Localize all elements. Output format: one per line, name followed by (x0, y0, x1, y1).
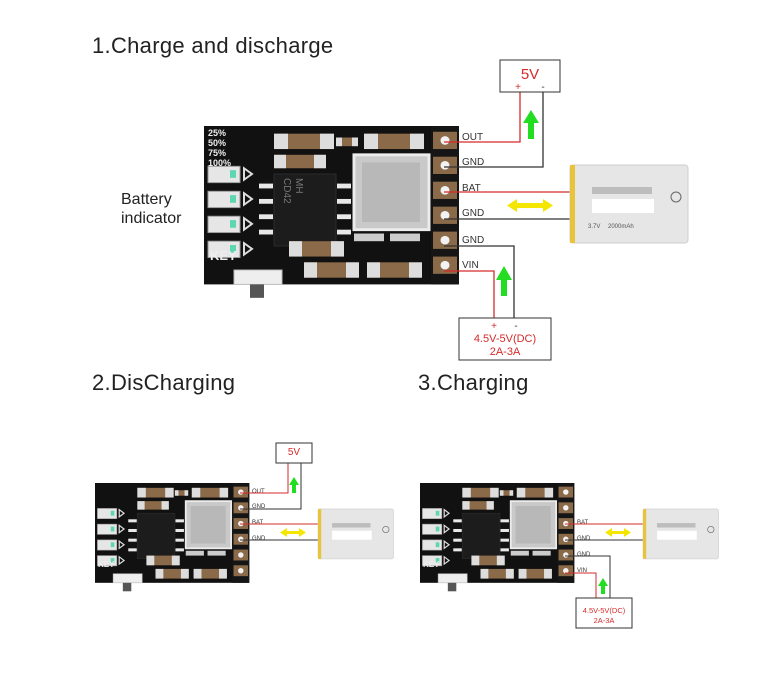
key-label: KEY (210, 248, 237, 263)
led-level-75: 75% (208, 148, 226, 158)
d3-input-voltage: 4.5V-5V(DC) (583, 606, 626, 615)
output-voltage: 5V (521, 66, 539, 83)
output-5v-box (499, 59, 561, 93)
d3-input-supply-box (575, 597, 633, 629)
input-minus: - (514, 321, 517, 332)
bidirectional-arrow (507, 199, 553, 212)
section-title-discharging: 2.DisCharging (92, 370, 236, 395)
d3-bidirectional-arrow (605, 528, 631, 537)
d2-pin-gnd: GND (252, 504, 266, 510)
pcb-board-charging (419, 482, 576, 593)
battery-indicator-label: Battery indicator (121, 190, 181, 228)
d3-power-arrow-up (598, 578, 608, 594)
power-flow-arrow-up-in (496, 266, 512, 296)
wire-vin-positive (444, 270, 495, 318)
d3-input-current: 2A-3A (594, 616, 615, 625)
d2-pin-out: OUT (252, 489, 265, 495)
d2-key-label: KEY (98, 560, 115, 569)
diagram-charging: BAT GND GND VIN KEY 4.5V-5V(DC) 2A-3A (419, 482, 719, 629)
d2-lipo-battery (317, 508, 394, 560)
power-flow-arrow-up-out (523, 110, 539, 139)
led-level-100: 100% (208, 158, 231, 168)
output-plus: + (515, 82, 521, 93)
pin-label-gnd-2: GND (462, 208, 484, 219)
section-title-charge-discharge: 1.Charge and discharge (92, 33, 334, 58)
diagram-charge-discharge: 25% 50% 75% 100% KEY MH CD42 OUT GND BAT… (202, 59, 689, 361)
pin-label-vin: VIN (462, 260, 479, 271)
battery-indicator-label-line1: Battery (121, 191, 172, 208)
wire-vin-negative (444, 245, 515, 318)
led-level-25: 25% (208, 128, 226, 138)
d3-wire-vin-pos (565, 572, 597, 598)
input-plus: + (491, 321, 497, 332)
battery-indicator-label-line2: indicator (121, 210, 182, 227)
battery-capacity: 2000mAh (608, 224, 634, 230)
d2-pin-bat: BAT (252, 520, 264, 526)
input-supply-box (458, 317, 552, 361)
d3-wire-vin-neg (565, 555, 611, 598)
input-voltage: 4.5V-5V(DC) (474, 333, 536, 345)
d2-power-arrow-up (289, 477, 299, 493)
d2-pin-gnd-2: GND (252, 536, 266, 542)
d3-pin-gnd: GND (577, 536, 591, 542)
section-title-charging: 3.Charging (418, 370, 529, 395)
input-current: 2A-3A (490, 346, 521, 358)
d2-output-5v-box (275, 442, 313, 464)
lipo-battery-large: 3.7V 2000mAh (569, 164, 689, 244)
d2-wire-out-neg (240, 463, 302, 510)
d3-pin-bat: BAT (577, 520, 589, 526)
pin-label-bat: BAT (462, 183, 481, 194)
wire-out-positive (444, 92, 521, 143)
ic-marking-2: CD42 (281, 178, 292, 204)
pin-label-gnd-3: GND (462, 235, 484, 246)
pin-label-out: OUT (462, 132, 483, 143)
pcb-board-large (202, 124, 461, 300)
diagram-discharging: OUT GND BAT GND KEY 5V (94, 442, 394, 593)
d3-pin-vin: VIN (577, 568, 587, 574)
d3-key-label: KEY (423, 560, 440, 569)
battery-voltage: 3.7V (588, 224, 600, 230)
led-level-50: 50% (208, 138, 226, 148)
d2-output-voltage: 5V (288, 447, 301, 458)
output-minus: - (541, 82, 544, 93)
pcb-board-discharging (94, 482, 251, 593)
d3-pin-gnd-2: GND (577, 552, 591, 558)
d2-bidirectional-arrow (280, 528, 306, 537)
d3-lipo-battery (642, 508, 719, 560)
ic-marking-1: MH (293, 178, 304, 194)
pin-label-gnd-1: GND (462, 157, 484, 168)
wire-out-negative (444, 92, 544, 168)
d2-wire-out-pos (240, 463, 289, 494)
